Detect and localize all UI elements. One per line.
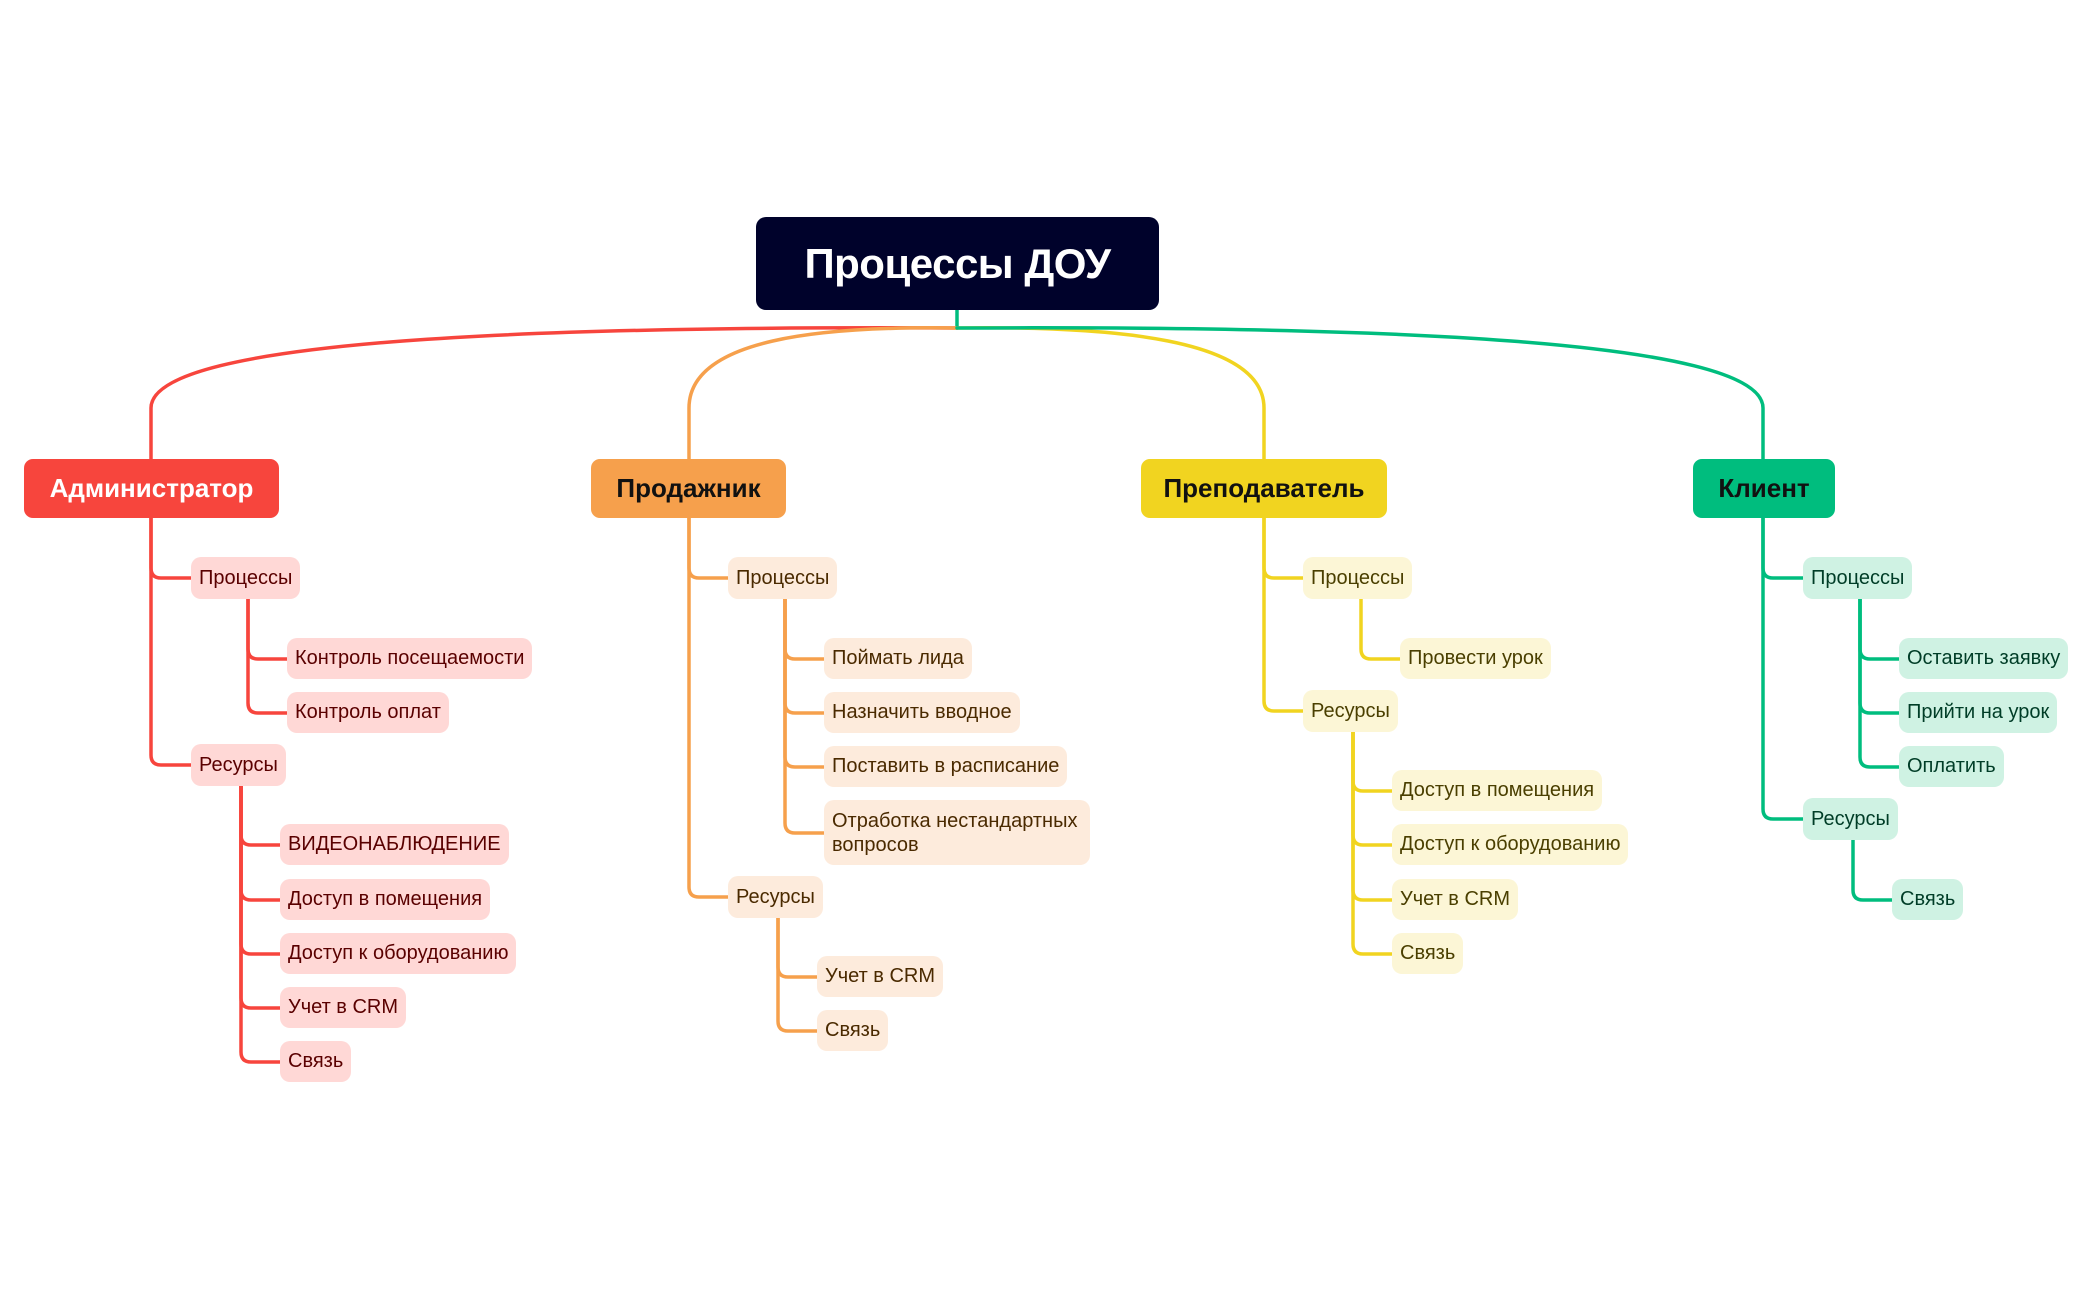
client-process-item[interactable]: Оставить заявку bbox=[1899, 638, 2069, 679]
teacher-resource-item[interactable]: Доступ в помещения bbox=[1392, 770, 1603, 811]
sales-resource-item[interactable]: Учет в CRM bbox=[817, 956, 944, 997]
teacher-processes-node[interactable]: Процессы bbox=[1303, 557, 1413, 599]
root-node[interactable]: Процессы ДОУ bbox=[756, 217, 1159, 310]
teacher-resource-item[interactable]: Связь bbox=[1392, 933, 1464, 974]
sales-resources-node[interactable]: Ресурсы bbox=[728, 876, 823, 918]
branch-sales[interactable]: Продажник bbox=[591, 459, 786, 518]
admin-process-item[interactable]: Контроль оплат bbox=[287, 692, 449, 733]
teacher-resource-item[interactable]: Учет в CRM bbox=[1392, 879, 1519, 920]
sales-process-item[interactable]: Отработка нестандартных вопросов bbox=[824, 800, 1090, 865]
sales-process-item[interactable]: Поймать лида bbox=[824, 638, 972, 679]
sales-resource-item[interactable]: Связь bbox=[817, 1010, 889, 1051]
admin-processes-node[interactable]: Процессы bbox=[191, 557, 301, 599]
admin-resource-item[interactable]: Связь bbox=[280, 1041, 352, 1082]
branch-client[interactable]: Клиент bbox=[1693, 459, 1835, 518]
client-processes-node[interactable]: Процессы bbox=[1803, 557, 1913, 599]
client-process-item[interactable]: Оплатить bbox=[1899, 746, 2004, 787]
branch-teacher[interactable]: Преподаватель bbox=[1141, 459, 1387, 518]
sales-processes-node[interactable]: Процессы bbox=[728, 557, 838, 599]
teacher-process-item[interactable]: Провести урок bbox=[1400, 638, 1551, 679]
sales-process-item[interactable]: Назначить вводное bbox=[824, 692, 1020, 733]
admin-resources-node[interactable]: Ресурсы bbox=[191, 744, 286, 786]
client-process-item[interactable]: Прийти на урок bbox=[1899, 692, 2058, 733]
admin-resource-item[interactable]: ВИДЕОНАБЛЮДЕНИЕ bbox=[280, 824, 509, 865]
teacher-resource-item[interactable]: Доступ к оборудованию bbox=[1392, 824, 1629, 865]
branch-administrator[interactable]: Администратор bbox=[24, 459, 279, 518]
teacher-resources-node[interactable]: Ресурсы bbox=[1303, 690, 1398, 732]
client-resource-item[interactable]: Связь bbox=[1892, 879, 1964, 920]
client-resources-node[interactable]: Ресурсы bbox=[1803, 798, 1898, 840]
sales-process-item[interactable]: Поставить в расписание bbox=[824, 746, 1068, 787]
admin-resource-item[interactable]: Доступ к оборудованию bbox=[280, 933, 517, 974]
admin-resource-item[interactable]: Доступ в помещения bbox=[280, 879, 491, 920]
admin-resource-item[interactable]: Учет в CRM bbox=[280, 987, 407, 1028]
admin-process-item[interactable]: Контроль посещаемости bbox=[287, 638, 533, 679]
